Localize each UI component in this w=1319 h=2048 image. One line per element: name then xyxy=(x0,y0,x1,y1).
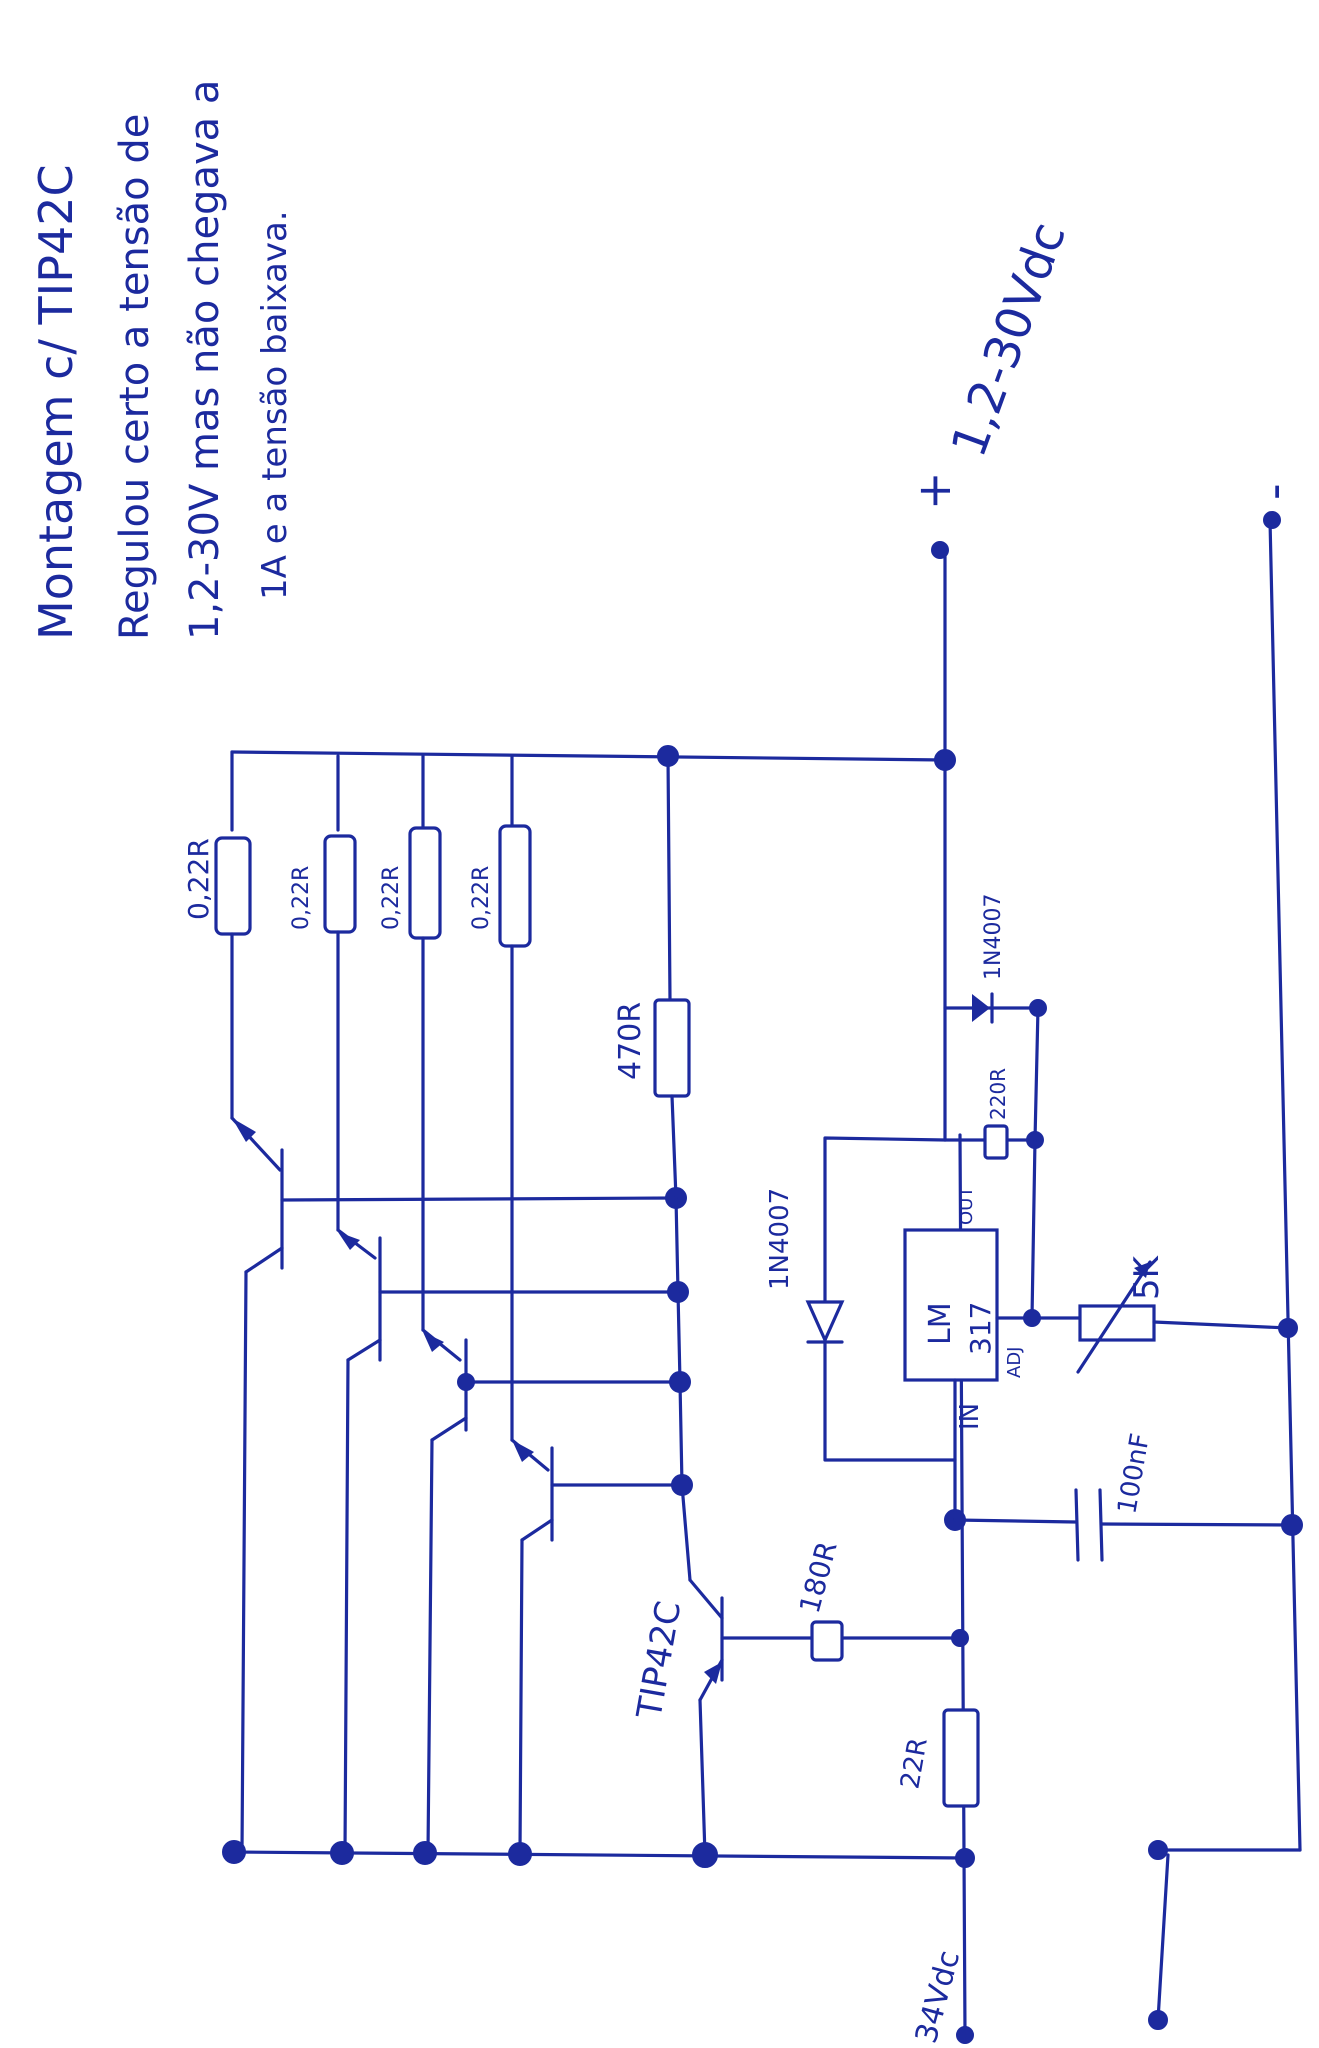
lm317-pin-adj: ADJ xyxy=(1004,1347,1025,1378)
emitter-resistor-2-label: 0,22R xyxy=(289,866,314,930)
lm317-pin-in: IN xyxy=(955,1403,985,1430)
terminal-minus xyxy=(1263,511,1281,529)
diode-top-label: 1N4007 xyxy=(981,894,1006,980)
lm317-name: LM xyxy=(923,1302,958,1345)
lm317-pin-out: OUT xyxy=(956,1186,977,1225)
emitter-resistor-4-label: 0,22R xyxy=(469,866,494,930)
driver-label: TIP42C xyxy=(629,1598,689,1722)
output-range-label: 1,2-30Vdc xyxy=(941,215,1077,464)
resistor-180r-label: 180R xyxy=(793,1538,844,1617)
resistor-220r-label: 220R xyxy=(986,1068,1010,1120)
emitter-resistor-4 xyxy=(498,824,532,948)
note-line-1: Montagem c/ TIP42C xyxy=(29,164,83,640)
switch-contact-2 xyxy=(1148,2010,1168,2030)
diode-top xyxy=(972,992,994,1024)
junction-bot-6 xyxy=(955,1848,975,1868)
emitter-resistor-3 xyxy=(408,826,442,940)
resistor-22r xyxy=(942,1708,980,1808)
negative-rail xyxy=(1268,518,1302,1852)
emitter-resistor-1-label: 0,22R xyxy=(182,838,215,920)
capacitor-label: 100nF xyxy=(1112,1431,1156,1516)
handwritten-notes: Montagem c/ TIP42C Regulou certo a tensã… xyxy=(29,80,295,640)
input-terminal xyxy=(956,2026,974,2044)
junction-top-out xyxy=(934,749,956,771)
note-line-3: 1,2-30V mas não chegava a xyxy=(182,80,228,640)
junction-bot-2 xyxy=(330,1841,354,1865)
bottom-rail xyxy=(230,1850,967,1860)
power-transistor-4 xyxy=(510,1438,684,1854)
emitter-resistor-3-label: 0,22R xyxy=(379,866,404,930)
note-line-2: Regulou certo a tensão de xyxy=(112,114,158,640)
junction-bot-3 xyxy=(413,1841,437,1865)
diode-protection-label: 1N4007 xyxy=(765,1188,795,1290)
minus-label: - xyxy=(1247,483,1301,500)
resistor-220r xyxy=(983,1124,1009,1160)
potentiometer-label: 5K xyxy=(1127,1254,1167,1300)
pot-wiper-arrow xyxy=(1076,1260,1152,1374)
lm317-part: 317 xyxy=(964,1302,997,1355)
note-line-4: 1A e a tensão baixava. xyxy=(255,210,295,600)
diode-protection xyxy=(805,1300,845,1344)
power-transistor-3 xyxy=(421,1328,682,1854)
switch-lead-2 xyxy=(1156,1853,1170,2022)
top-rail xyxy=(230,750,947,762)
power-transistor-2 xyxy=(336,1228,680,1854)
lm317-regulator xyxy=(903,1228,999,1382)
resistor-470r-label: 470R xyxy=(613,1002,648,1080)
emitter-resistor-1 xyxy=(214,836,252,936)
switch-contact-1 xyxy=(1148,1840,1168,1860)
plus-label: + xyxy=(907,471,961,510)
resistor-180r xyxy=(810,1620,844,1662)
resistor-470r xyxy=(653,998,691,1098)
resistor-22r-label: 22R xyxy=(895,1736,933,1792)
capacitor-plate-1 xyxy=(1074,1488,1080,1562)
junction-bot-1 xyxy=(222,1840,246,1864)
power-transistor-1 xyxy=(230,1116,678,1854)
emitter-resistor-2 xyxy=(323,834,357,934)
